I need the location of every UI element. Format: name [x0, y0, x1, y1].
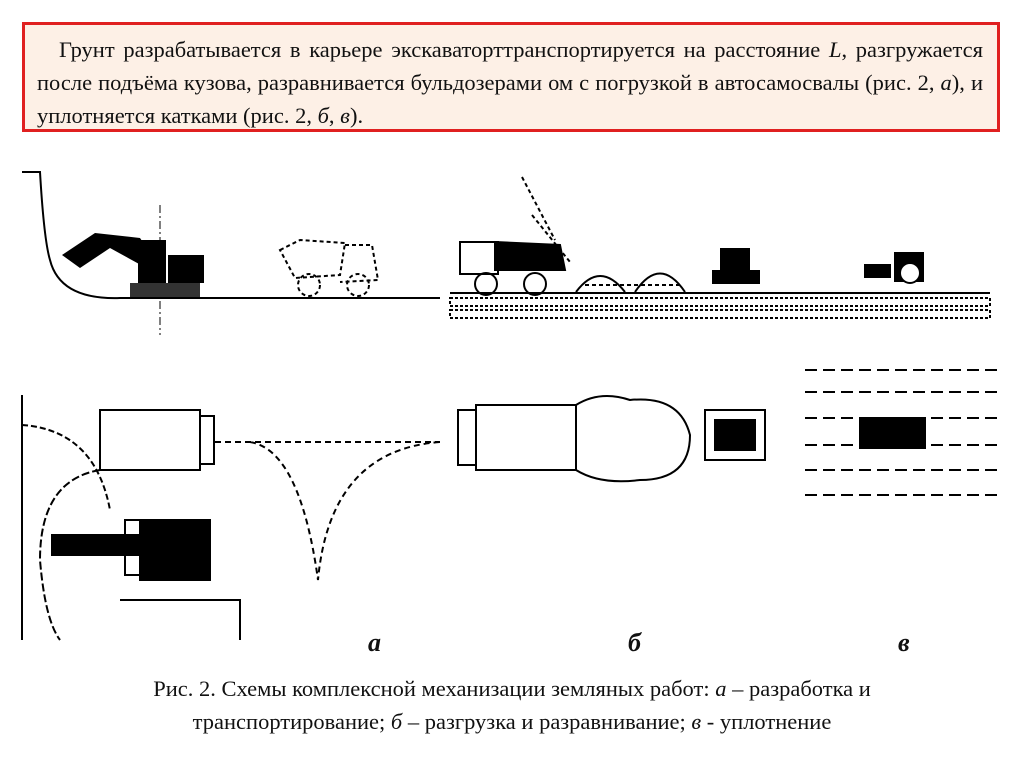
variable-L: L [828, 37, 842, 62]
intro-text-box: Грунт разрабатывается в карьере экскават… [22, 22, 1000, 132]
label-v: в [898, 628, 910, 657]
earthworks-diagram [21, 171, 1000, 641]
figure-caption: Рис. 2. Схемы комплексной механизации зе… [92, 672, 932, 738]
caption-text: Рис. 2. Схемы комплексной механизации зе… [153, 676, 716, 701]
separator: , [328, 103, 341, 128]
roller [864, 252, 924, 284]
caption-ref-a: а [715, 676, 727, 701]
dump-truck-unloading [459, 176, 571, 296]
label-b: б [628, 628, 641, 657]
plan-view [21, 369, 1000, 641]
label-a: а [368, 628, 381, 657]
figure-ref-b: б [317, 103, 329, 128]
excavator [62, 233, 204, 297]
intro-text: Грунт разрабатывается в карьере экскават… [59, 37, 829, 62]
truck-plan-b [457, 395, 766, 483]
figure-ref-v: в [340, 103, 350, 128]
intro-text: ). [349, 103, 364, 128]
embankment-layer [449, 309, 991, 319]
caption-text-b: – разгрузка и разравнивание; [402, 709, 692, 734]
caption-text-v: - уплотнение [701, 709, 832, 734]
soil-piles [575, 272, 686, 293]
excavator-bay [21, 395, 241, 641]
dump-truck-moving [278, 238, 380, 297]
side-view [22, 171, 991, 335]
caption-ref-b: б [390, 709, 403, 734]
figure-ref-a: а [940, 70, 952, 95]
quarry-wall [22, 171, 440, 300]
truck-path [215, 441, 441, 581]
caption-text-a: – разработка и транспортирование; [192, 676, 871, 734]
intro-text: ), и уплотняется катками (рис. 2, [37, 70, 983, 128]
intro-text: , разгружается после подъёма кузова, раз… [37, 37, 983, 95]
caption-ref-v: в [691, 709, 702, 734]
embankment-layer [449, 297, 991, 307]
roller-plan [859, 417, 926, 449]
bulldozer [712, 248, 760, 284]
